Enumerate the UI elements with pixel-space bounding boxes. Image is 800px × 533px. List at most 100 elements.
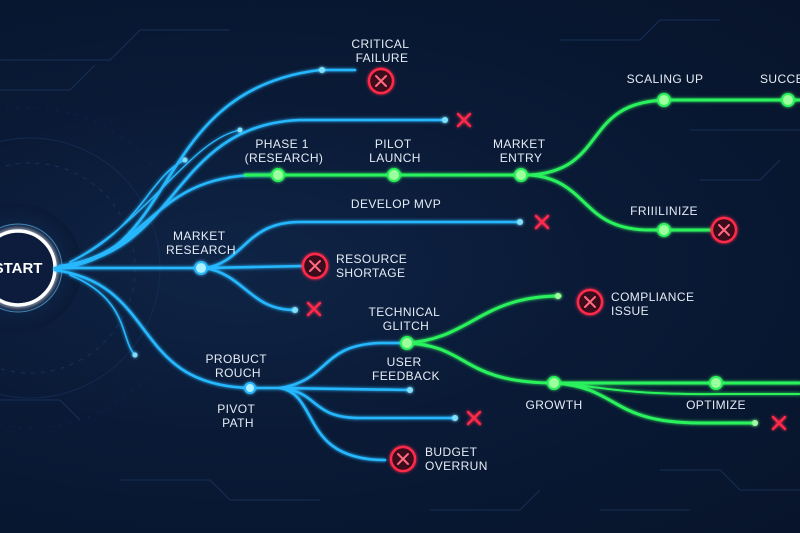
failure-markers: [301, 67, 738, 473]
label-compliance-issue: COMPLIANCE ISSUE: [611, 290, 698, 318]
label-critical-failure-l2: FAILURE: [356, 51, 409, 65]
path-top-thin: [69, 129, 241, 263]
label-technical-glitch-l2: GLITCH: [383, 319, 429, 333]
label-budget-overrun-l2: OVERRUN: [425, 459, 488, 473]
label-resource-shortage-l1: RESOURCE: [336, 252, 407, 266]
label-market-entry-l1: MARKET: [493, 137, 546, 151]
label-critical-failure: CRITICAL FAILURE: [351, 37, 412, 65]
label-technical-glitch-l1: TECHNICAL: [369, 305, 441, 319]
start-label: START: [0, 260, 42, 277]
path-budget: [278, 386, 387, 462]
label-success: SUCCE: [760, 72, 800, 86]
path-optimize-fail: [553, 381, 757, 425]
label-market-research: MARKET RESEARCH: [166, 229, 236, 257]
label-develop-mvp: DEVELOP MVP: [351, 197, 441, 211]
x-optimize-icon[interactable]: [771, 415, 787, 431]
path-growth-lower: [554, 382, 800, 396]
path-scaling: [528, 98, 800, 177]
dot-low-fail: [292, 307, 298, 313]
fail-critical-icon[interactable]: [367, 67, 395, 95]
node-market-research[interactable]: [194, 261, 208, 275]
path-top-fail: [58, 118, 447, 268]
node-phase1[interactable]: [271, 168, 285, 182]
label-budget-overrun: BUDGET OVERRUN: [425, 445, 488, 473]
label-pivot-path: PIVOT PATH: [217, 402, 259, 430]
fail-compliance-icon[interactable]: [576, 288, 604, 316]
node-scaling-up[interactable]: [657, 93, 671, 107]
dot-user-feedback: [407, 387, 413, 393]
x-mvp-icon[interactable]: [534, 214, 550, 230]
label-product-rouch: PROBUCT ROUCH: [206, 352, 271, 380]
label-pilot-launch-l2: LAUNCH: [369, 151, 421, 165]
dot-thin-2: [132, 352, 138, 358]
node-pilot-launch[interactable]: [387, 168, 401, 182]
dot-pivot-fail: [452, 415, 458, 421]
label-scaling-up: SCALING UP: [627, 72, 704, 86]
path-develop-mvp: [203, 220, 522, 270]
dot-critical: [319, 67, 325, 73]
blue-paths: [53, 68, 522, 462]
label-compliance-issue-l1: COMPLIANCE: [611, 290, 694, 304]
dot-compliance: [555, 293, 561, 299]
dot-thin-1: [182, 157, 188, 163]
path-finalize: [528, 173, 714, 232]
x-top-icon[interactable]: [456, 112, 472, 128]
node-growth[interactable]: [547, 376, 561, 390]
dot-top-fail: [442, 117, 448, 123]
label-resource-shortage-l2: SHORTAGE: [336, 266, 405, 280]
label-product-rouch-l2: ROUCH: [215, 366, 261, 380]
path-pivot-user: [278, 386, 412, 392]
dot-optimize-fail: [752, 420, 758, 426]
label-market-entry: MARKET ENTRY: [493, 137, 549, 165]
path-compliance: [403, 294, 562, 345]
label-resource-shortage: RESOURCE SHORTAGE: [336, 252, 411, 280]
label-pilot-launch-l1: PILOT: [375, 137, 412, 151]
labels: CRITICAL FAILURE PHASE 1 (RESEARCH) PILO…: [166, 37, 800, 473]
label-market-research-l1: MARKET: [173, 229, 226, 243]
path-lower-thin: [69, 274, 136, 356]
x-pivot-icon[interactable]: [466, 410, 482, 426]
label-growth: GROWTH: [525, 398, 582, 412]
label-optimize: OPTIMIZE: [686, 398, 746, 412]
fail-resource-icon[interactable]: [301, 252, 329, 280]
nodes: [132, 67, 795, 426]
label-finalize: FRIIILINIZE: [630, 204, 698, 218]
x-marks: [306, 112, 787, 431]
node-market-entry[interactable]: [514, 168, 528, 182]
label-phase1-l2: (RESEARCH): [245, 151, 324, 165]
path-resource: [203, 264, 307, 270]
label-budget-overrun-l1: BUDGET: [425, 445, 478, 459]
label-phase1-l1: PHASE 1: [255, 137, 309, 151]
node-finalize[interactable]: [657, 223, 671, 237]
label-pivot-path-l2: PATH: [222, 416, 254, 430]
node-product[interactable]: [244, 382, 256, 394]
label-technical-glitch: TECHNICAL GLITCH: [369, 305, 444, 333]
fail-budget-icon[interactable]: [389, 445, 417, 473]
label-user-feedback-l2: FEEDBACK: [372, 369, 440, 383]
path-upper-thin: [69, 159, 186, 263]
path-pivot-up: [278, 341, 407, 390]
path-pivot-fail: [278, 386, 457, 420]
label-pivot-path-l1: PIVOT: [217, 402, 255, 416]
label-phase1: PHASE 1 (RESEARCH): [245, 137, 324, 165]
label-user-feedback-l1: USER: [387, 355, 422, 369]
path-product: [53, 268, 282, 390]
label-user-feedback: USER FEEDBACK: [372, 355, 440, 383]
fail-finalize-icon[interactable]: [710, 216, 738, 244]
node-success[interactable]: [781, 93, 795, 107]
start-node[interactable]: START: [0, 204, 82, 332]
node-optimize[interactable]: [709, 376, 723, 390]
label-compliance-issue-l2: ISSUE: [611, 304, 649, 318]
label-product-rouch-l1: PROBUCT: [206, 352, 268, 366]
label-critical-failure-l1: CRITICAL: [351, 37, 409, 51]
node-technical-glitch[interactable]: [400, 336, 414, 350]
x-low-icon[interactable]: [306, 301, 322, 317]
label-market-entry-l2: ENTRY: [500, 151, 542, 165]
path-low-fail: [203, 266, 297, 312]
dot-thin-3: [237, 127, 243, 133]
label-market-research-l2: RESEARCH: [166, 243, 236, 257]
label-pilot-launch: PILOT LAUNCH: [369, 137, 421, 165]
path-growth-main: [403, 341, 800, 385]
dot-mvp: [517, 219, 523, 225]
